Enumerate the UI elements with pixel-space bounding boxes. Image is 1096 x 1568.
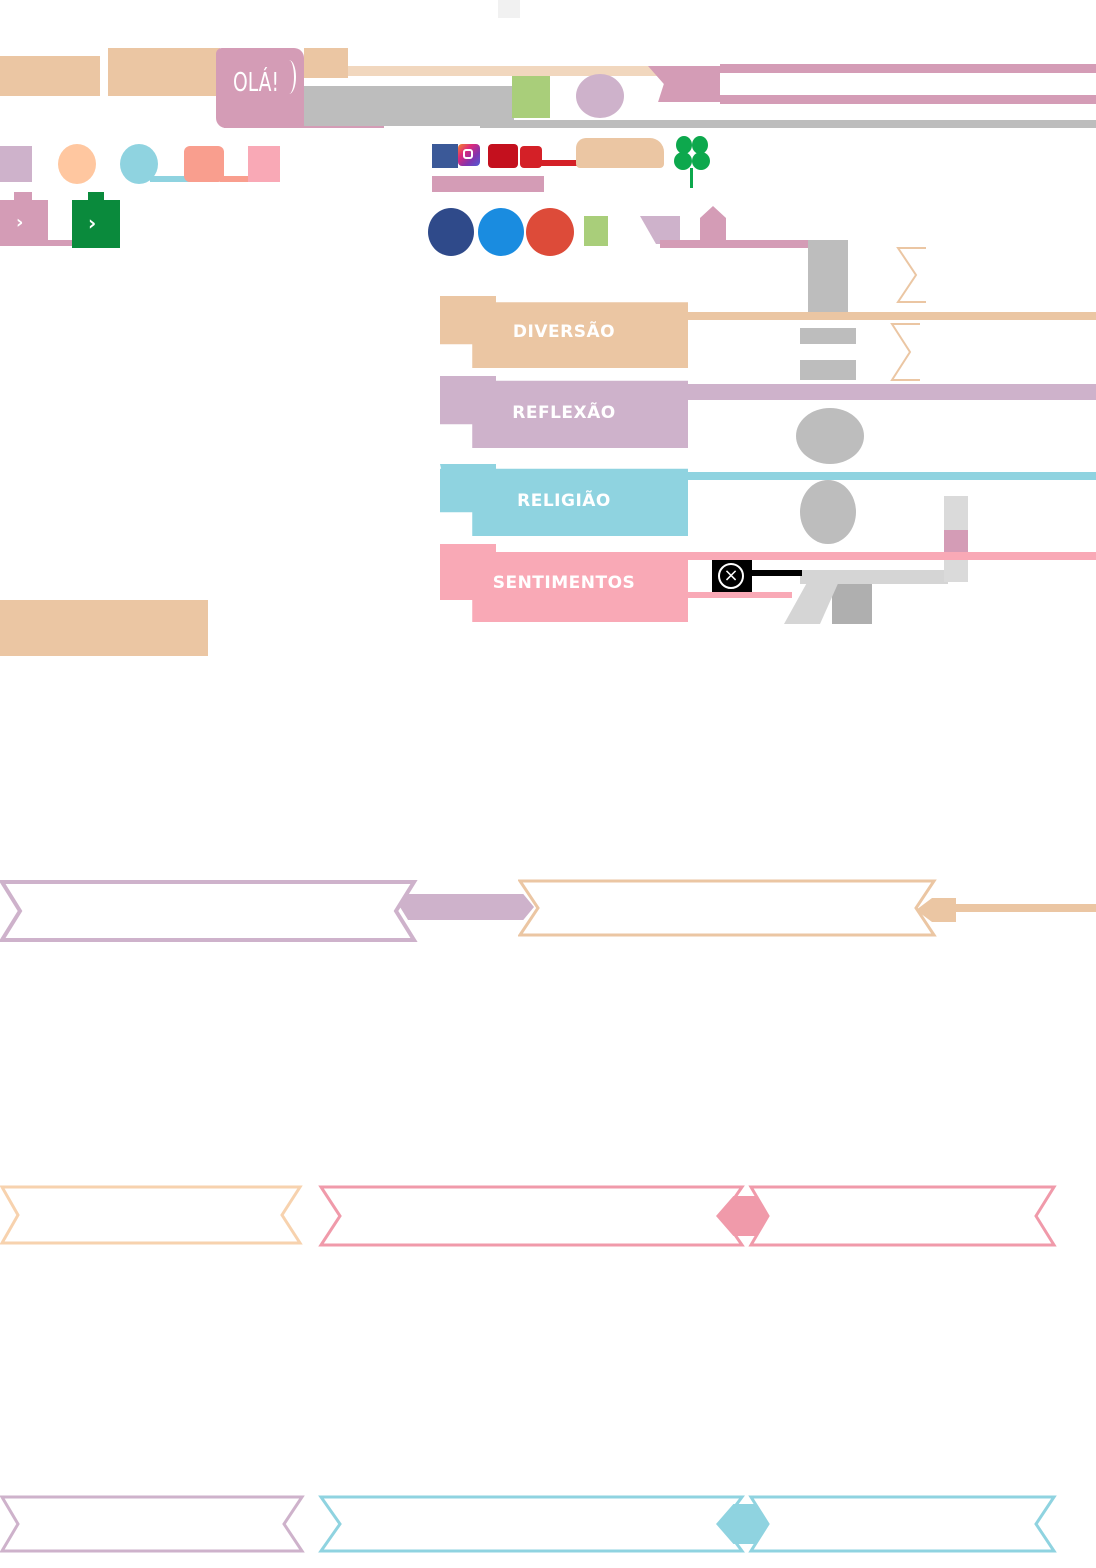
header-peach-bar-1 xyxy=(0,56,100,96)
sigma-chevron-2 xyxy=(890,323,920,381)
grey-line xyxy=(800,570,948,584)
social-peach-ribbon xyxy=(576,138,664,168)
scrollbar-thumb[interactable] xyxy=(944,530,968,552)
header-mauve-circle xyxy=(576,74,624,118)
category-ribbon-sentimentos[interactable]: SENTIMENTOS xyxy=(440,552,688,622)
sigma-chevron-1 xyxy=(896,247,926,303)
header-grey-bar xyxy=(304,86,514,126)
swatch-salmon-tail xyxy=(220,176,248,182)
facebook-share-icon[interactable] xyxy=(428,208,474,256)
close-button[interactable]: × xyxy=(712,560,752,592)
header-rose-ribbon xyxy=(648,66,720,102)
category-ribbon-religiao[interactable]: RELIGIÃO xyxy=(440,468,688,536)
header-rose-line-2 xyxy=(720,95,1096,104)
category-ribbon-diversao[interactable]: DIVERSÃO xyxy=(440,302,688,368)
chevron-right-icon: › xyxy=(16,212,24,233)
swatch-mauve xyxy=(0,146,32,182)
swatch-salmon xyxy=(184,146,224,182)
grey-block-tall xyxy=(808,240,848,312)
grey-circle-2 xyxy=(800,480,856,544)
share-lime-square xyxy=(584,216,608,246)
next-button-green[interactable]: › xyxy=(72,200,120,248)
greeting-label: OLÁ! xyxy=(233,68,279,98)
greeting-badge: OLÁ! xyxy=(216,48,304,128)
google-share-icon[interactable] xyxy=(526,208,574,256)
outline-banner-mauve-2 xyxy=(0,1495,305,1553)
twitter-share-icon[interactable] xyxy=(478,208,524,256)
outline-banner-mauve xyxy=(0,880,418,942)
close-icon: × xyxy=(718,563,744,589)
clover-icon xyxy=(670,136,714,190)
next-button-rose-tail xyxy=(40,240,74,246)
peach-block xyxy=(0,600,208,656)
top-mark xyxy=(498,0,520,18)
share-mauve-line xyxy=(660,240,810,248)
header-lime-square xyxy=(512,76,550,118)
swatch-pink xyxy=(248,146,280,182)
category-line-sentimentos xyxy=(440,552,1096,560)
grey-circle-1 xyxy=(796,408,864,464)
youtube-icon[interactable] xyxy=(520,146,542,168)
category-label-diversao: DIVERSÃO xyxy=(512,322,616,342)
category-ribbon-reflexao[interactable]: REFLEXÃO xyxy=(440,380,688,448)
header-peach-line xyxy=(340,66,680,76)
swatch-sky-tail xyxy=(150,176,190,182)
outline-banner-sky-1 xyxy=(318,1495,745,1553)
social-red-line xyxy=(540,160,592,166)
chevron-right-icon: › xyxy=(88,211,97,235)
instagram-icon[interactable] xyxy=(458,144,480,166)
category-line-diversao xyxy=(440,312,1096,320)
category-line-religiao xyxy=(440,472,1096,480)
next-button-rose-tab xyxy=(14,192,32,202)
outline-banner-pink-1 xyxy=(318,1185,745,1247)
category-label-religiao: RELIGIÃO xyxy=(517,491,611,511)
category-pink-underline xyxy=(688,592,792,598)
category-label-sentimentos: SENTIMENTOS xyxy=(492,573,636,593)
header-peach-bar-2 xyxy=(108,48,220,96)
greeting-bracket-icon xyxy=(282,60,296,94)
header-grey-line xyxy=(480,120,1096,128)
close-button-line xyxy=(750,570,802,576)
grey-block-small-2 xyxy=(800,360,856,380)
peach-line xyxy=(930,904,1096,912)
outline-banner-peach-2 xyxy=(0,1185,303,1245)
swatch-peach xyxy=(58,144,96,184)
header-rose-line-1 xyxy=(720,64,1096,73)
grey-block-bottom xyxy=(832,584,872,624)
social-rose-bar xyxy=(432,176,544,192)
category-label-reflexao: REFLEXÃO xyxy=(512,403,616,423)
next-button-rose[interactable]: › xyxy=(0,200,48,246)
grey-block-small-1 xyxy=(800,328,856,344)
mauve-connector xyxy=(400,894,534,920)
next-button-green-tab xyxy=(88,192,104,202)
facebook-icon[interactable] xyxy=(432,144,458,168)
outline-banner-pink-2 xyxy=(748,1185,1057,1247)
youtube-icon[interactable] xyxy=(488,144,518,168)
outline-banner-sky-2 xyxy=(748,1495,1057,1553)
outline-banner-peach xyxy=(518,879,937,937)
